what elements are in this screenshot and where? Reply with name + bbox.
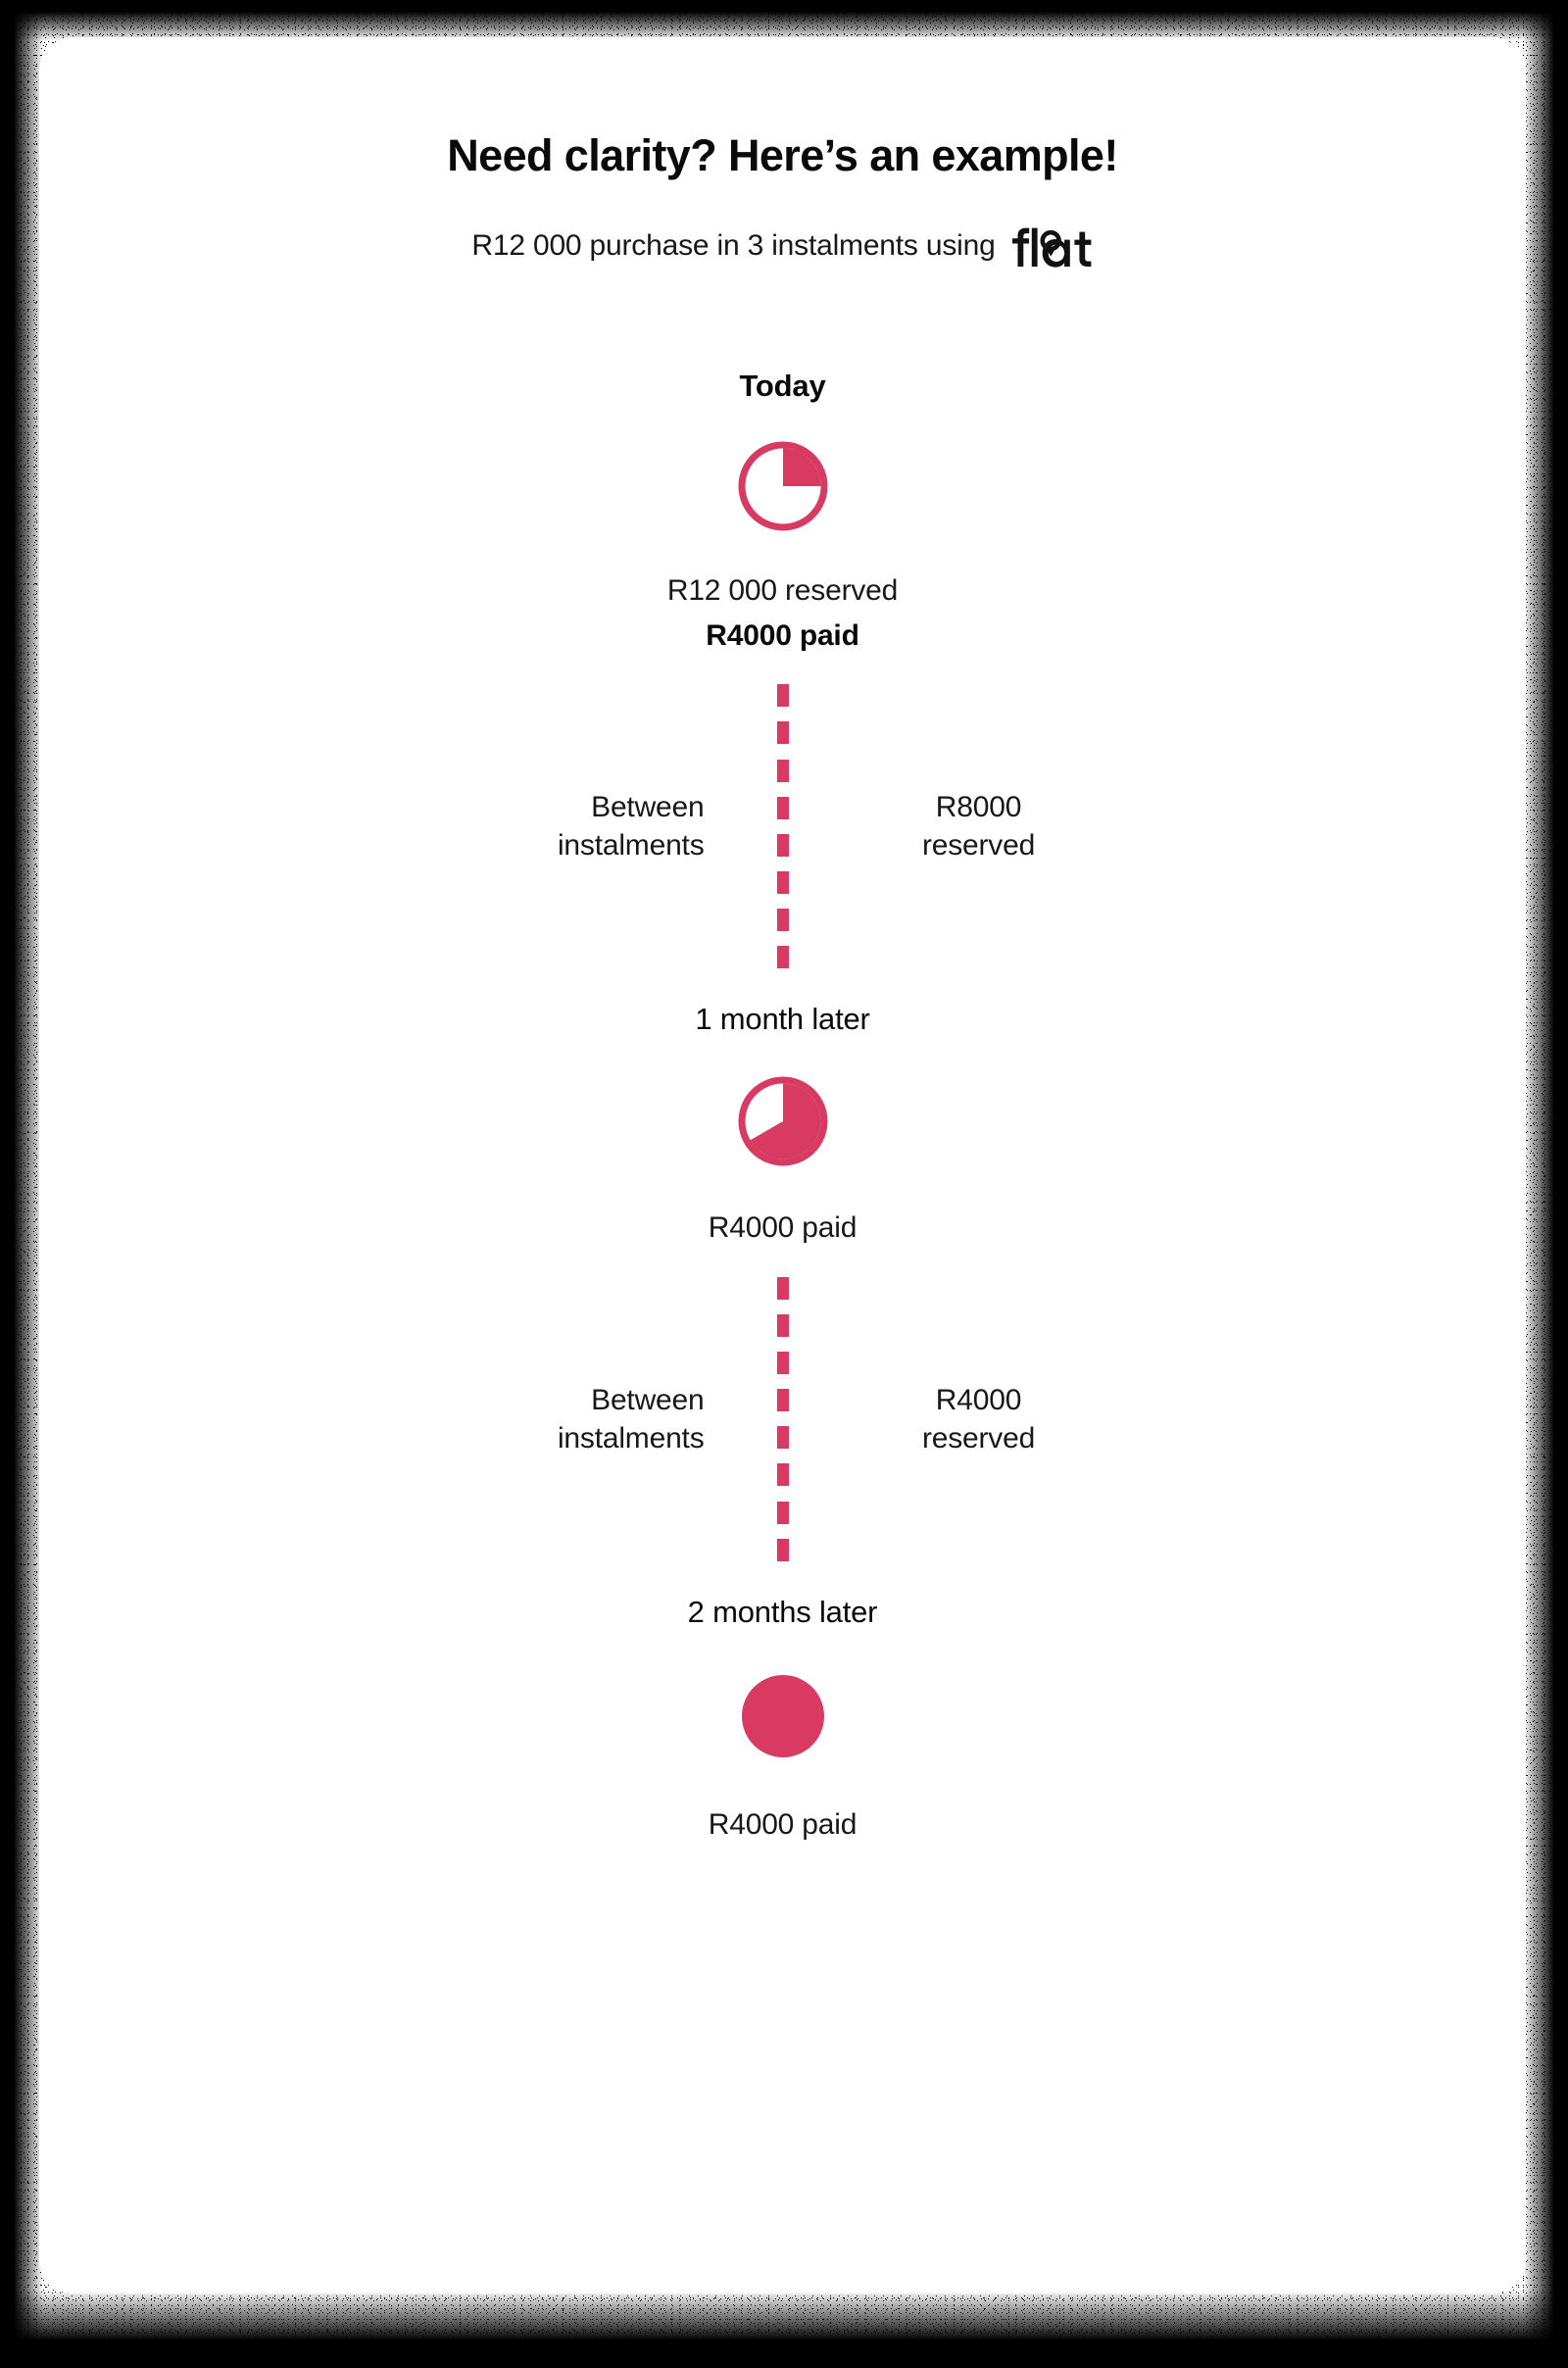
- reserved-amount-line1: R4000: [935, 1383, 1022, 1416]
- example-card: Need clarity? Here’s an example! R12 000…: [39, 37, 1526, 2294]
- pie-chart-today: [734, 437, 832, 535]
- reserved-amount-line1: R8000: [935, 791, 1022, 824]
- between-instalments-caption-2: Between instalments: [460, 1381, 783, 1457]
- pie-chart-two-months: [734, 1667, 832, 1765]
- amount-paid-one-month: R4000 paid: [708, 1211, 858, 1245]
- between-caption-line1: Between: [591, 1383, 705, 1416]
- dash-segment: [776, 1463, 789, 1487]
- subtitle-text: R12 000 purchase in 3 instalments using: [471, 228, 996, 262]
- reserved-caption-1: R8000 reserved: [783, 788, 1106, 864]
- dash-segment: [776, 870, 789, 894]
- between-caption-line2: instalments: [557, 1421, 705, 1455]
- dash-segment: [776, 1538, 789, 1561]
- step-label-today: Today: [739, 368, 826, 403]
- between-caption-line2: instalments: [557, 829, 705, 863]
- amount-paid-two-months: R4000 paid: [708, 1807, 858, 1841]
- reserved-amount-line2: reserved: [921, 1421, 1036, 1455]
- dash-segment: [776, 759, 789, 782]
- dashed-connector-1: [776, 684, 789, 969]
- between-instalments-caption-1: Between instalments: [460, 788, 783, 864]
- float-logo-icon: [1009, 227, 1094, 269]
- dash-segment: [776, 721, 789, 745]
- page-title: Need clarity? Here’s an example!: [447, 130, 1118, 180]
- dash-segment: [776, 1313, 789, 1337]
- dash-segment: [776, 1276, 789, 1300]
- amount-reserved-today: R12 000 reserved: [666, 573, 899, 607]
- dash-segment: [776, 1351, 789, 1374]
- step-label-two-months: 2 months later: [687, 1594, 878, 1629]
- step-label-one-month: 1 month later: [695, 1002, 870, 1037]
- dashed-connector-2: [776, 1276, 789, 1561]
- between-caption-line1: Between: [591, 791, 705, 824]
- dash-segment: [776, 1389, 789, 1412]
- dash-segment: [776, 684, 789, 708]
- between-instalments-block-2: Between instalments R4000 reserved: [39, 1276, 1526, 1561]
- dash-segment: [776, 1501, 789, 1524]
- reserved-caption-2: R4000 reserved: [783, 1381, 1106, 1457]
- instalment-timeline: Today R12 000 reserved R4000 paid: [39, 267, 1526, 1845]
- between-instalments-block-1: Between instalments R8000 reserved: [39, 684, 1526, 969]
- dash-segment: [776, 946, 789, 969]
- dash-segment: [776, 833, 789, 857]
- subtitle-row: R12 000 purchase in 3 instalments using: [471, 225, 1094, 269]
- amount-paid-today: R4000 paid: [706, 618, 859, 652]
- dash-segment: [776, 796, 789, 819]
- reserved-amount-line2: reserved: [921, 829, 1036, 863]
- dash-segment: [776, 1426, 789, 1450]
- pie-chart-one-month: [734, 1072, 832, 1170]
- dash-segment: [776, 909, 789, 932]
